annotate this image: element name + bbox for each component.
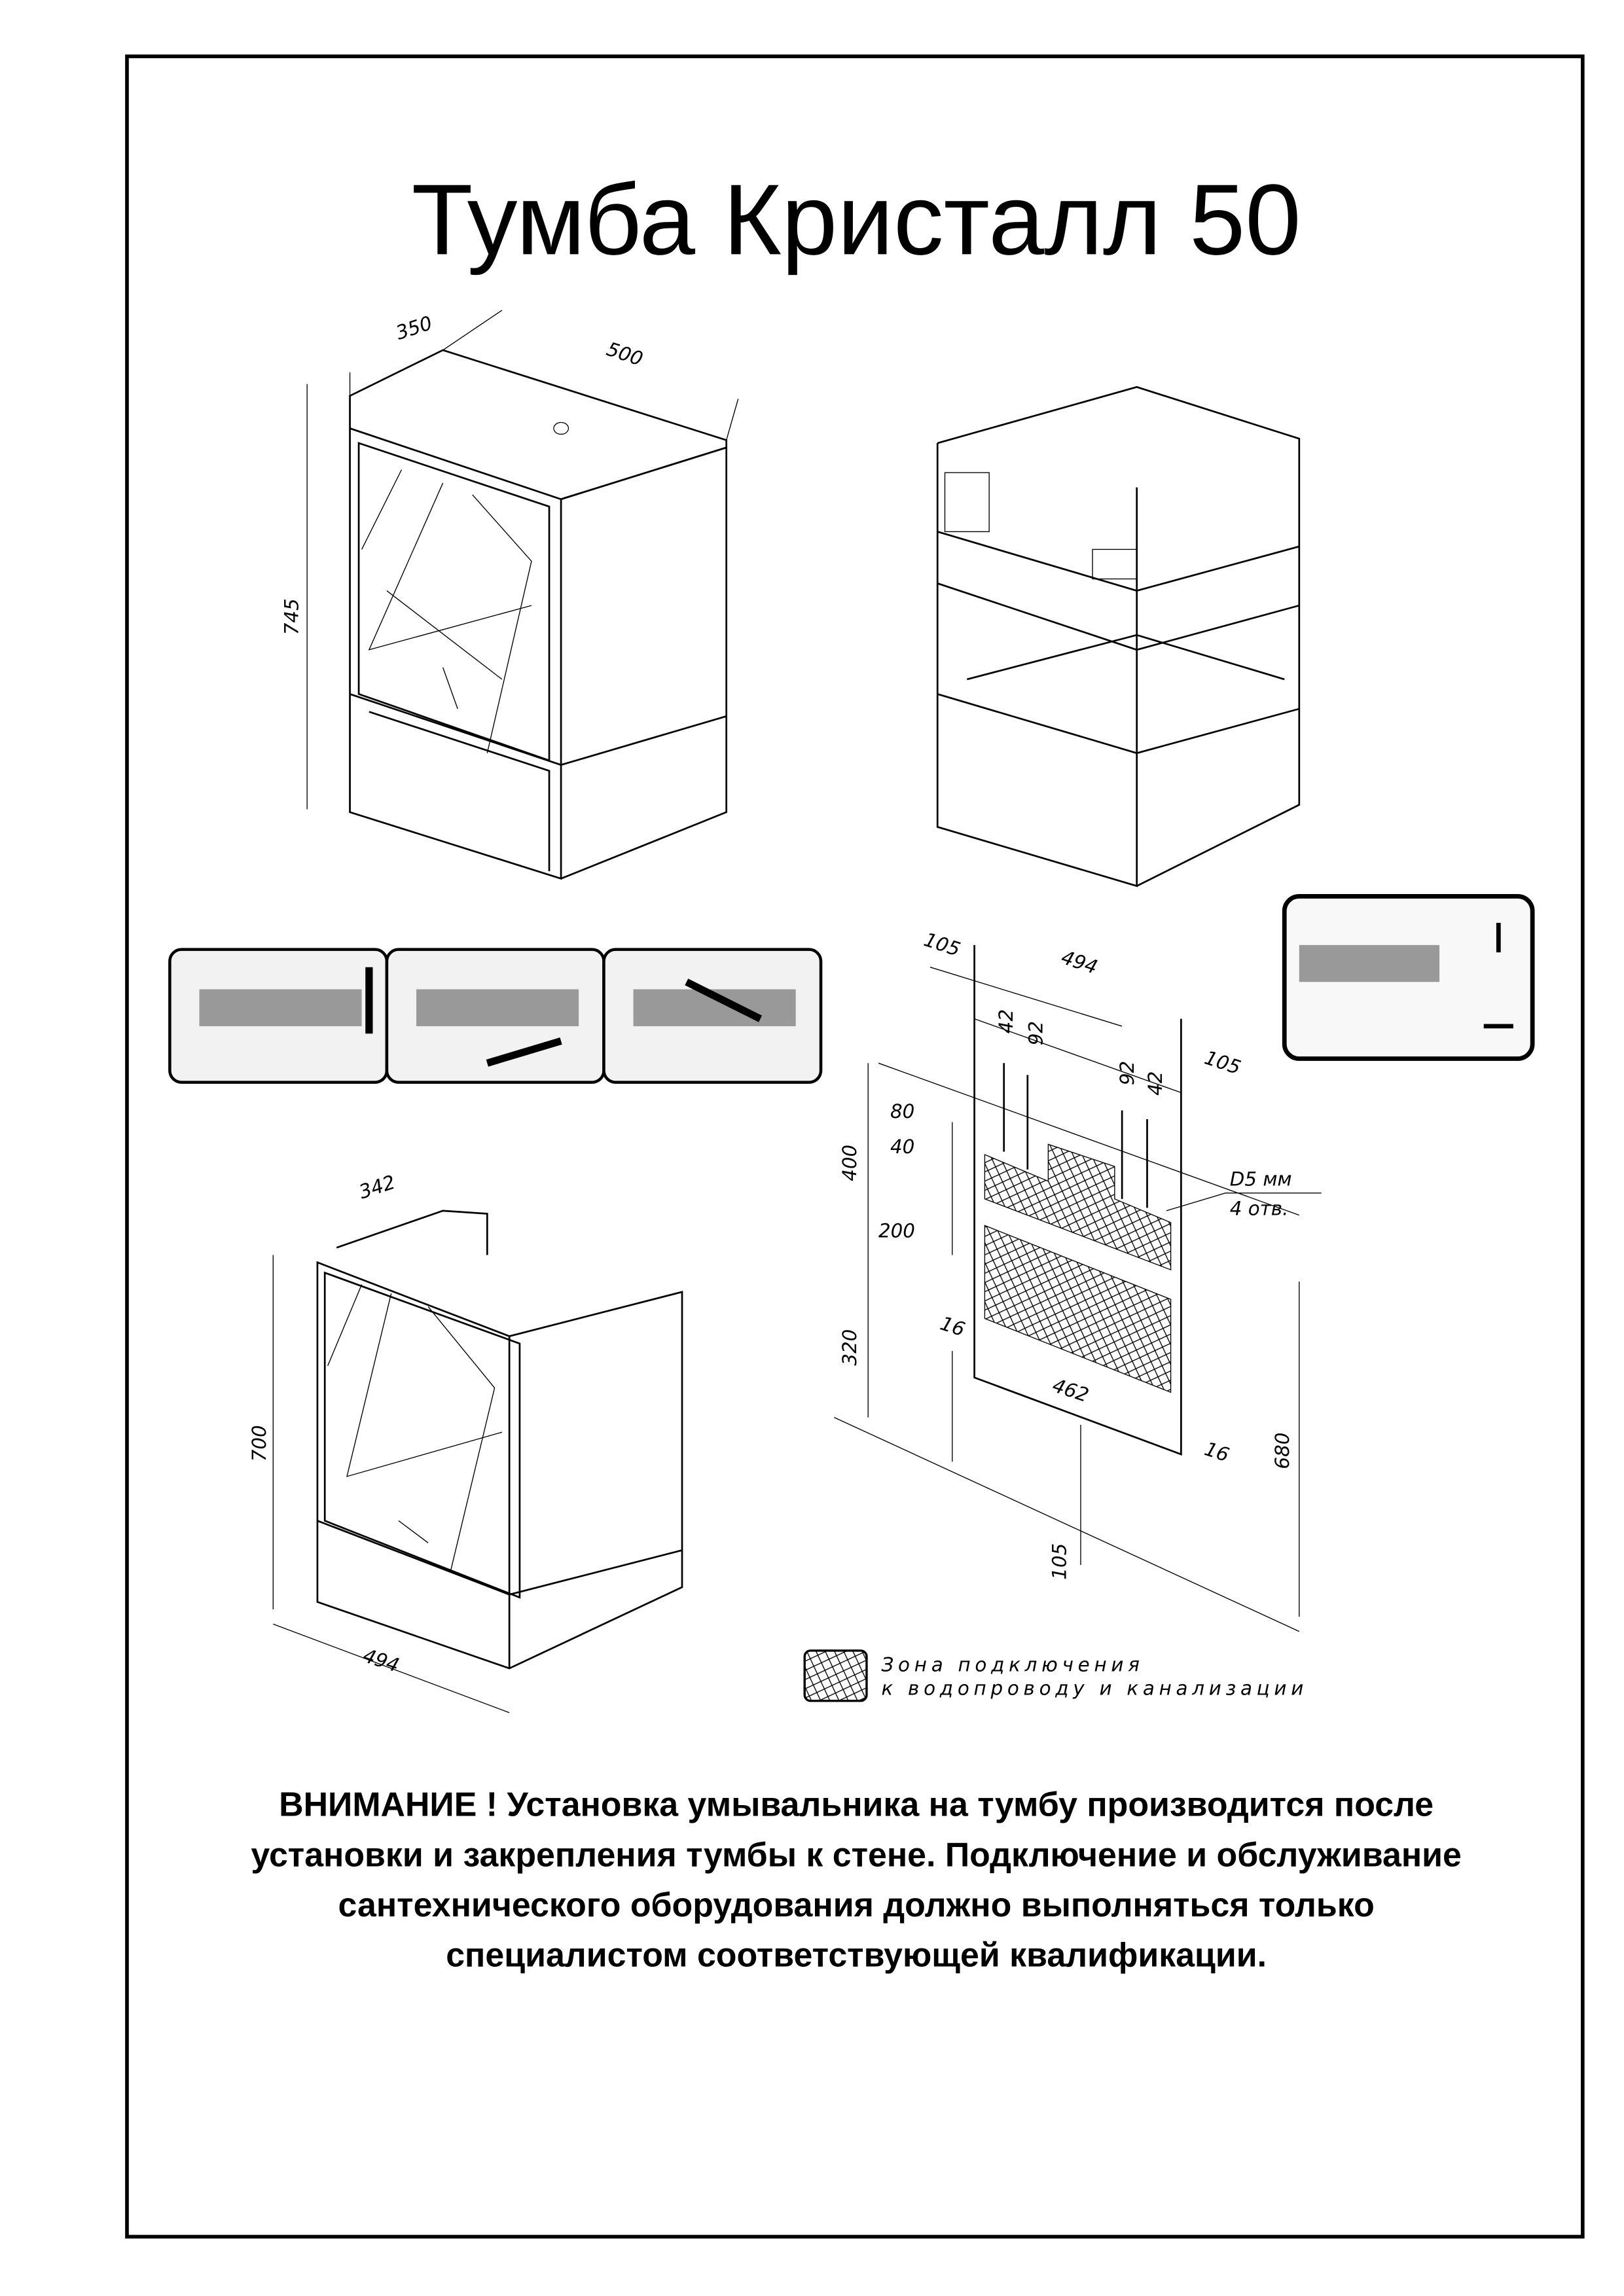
dim-320: 320: [839, 1329, 861, 1366]
cabinet-with-sink-drawing: 350 500 745: [281, 310, 739, 880]
dim-105-right: 105: [1202, 1047, 1244, 1079]
dim-42-b: 42: [1144, 1071, 1166, 1096]
cabinet-frame-drawing: [936, 386, 1301, 888]
dim-height: 700: [248, 1425, 270, 1462]
hanger-adjustment-image: [1282, 894, 1535, 1061]
dim-105-bottom: 105: [1048, 1543, 1070, 1580]
mounting-scheme: 105 494 105 42 92 92 42 80 40 400 200 32…: [834, 928, 1322, 1632]
dim-width: 494: [360, 1644, 402, 1677]
warning-line-2: установки и закрепления тумбы к стене. П…: [251, 1835, 1462, 1873]
hole-spec-count: 4 отв.: [1230, 1198, 1289, 1220]
warning-text: ВНИМАНИЕ ! Установка умывальника на тумб…: [251, 1785, 1462, 1974]
dim-92-b: 92: [1116, 1061, 1138, 1085]
dim-200: 200: [878, 1219, 915, 1242]
cabinet-without-sink-drawing: 342 700 494: [248, 1171, 683, 1713]
dim-105-left: 105: [921, 928, 963, 961]
page-title: Тумба Кристалл 50: [412, 163, 1301, 276]
dim-depth: 342: [356, 1171, 398, 1204]
arrow-horizontal-icon: [486, 1037, 562, 1067]
dim-80: 80: [890, 1100, 914, 1122]
dim-680: 680: [1271, 1433, 1293, 1469]
hole-spec-diameter: D5 мм: [1230, 1168, 1292, 1191]
page-border: [125, 54, 1585, 2239]
hatch-swatch-icon: [803, 1649, 868, 1702]
dim-92-a: 92: [1024, 1021, 1047, 1045]
dim-494: 494: [1058, 946, 1100, 978]
dim-depth: 350: [393, 312, 435, 344]
warning-line-3: сантехнического оборудования должно выпо…: [338, 1886, 1375, 1924]
warning-line-1: ВНИМАНИЕ ! Установка умывальника на тумб…: [279, 1785, 1434, 1823]
legend-line-2: к водопроводу и канализации: [882, 1677, 1308, 1700]
dim-400: 400: [839, 1145, 861, 1181]
hinge-adjustment-images: [168, 948, 823, 1084]
dim-height: 745: [281, 598, 303, 635]
legend-line-1: Зона подключения: [882, 1654, 1144, 1676]
dim-16-a: 16: [937, 1312, 967, 1341]
dim-16-b: 16: [1202, 1437, 1232, 1466]
dim-40: 40: [890, 1136, 914, 1158]
dim-42-a: 42: [995, 1009, 1017, 1033]
arrow-depth-icon: [685, 978, 763, 1022]
legend: Зона подключения к водопроводу и канализ…: [803, 1649, 1308, 1702]
dim-width: 500: [604, 338, 646, 370]
warning-line-4: специалистом соответствующей квалификаци…: [446, 1936, 1267, 1974]
dim-462: 462: [1050, 1374, 1092, 1407]
